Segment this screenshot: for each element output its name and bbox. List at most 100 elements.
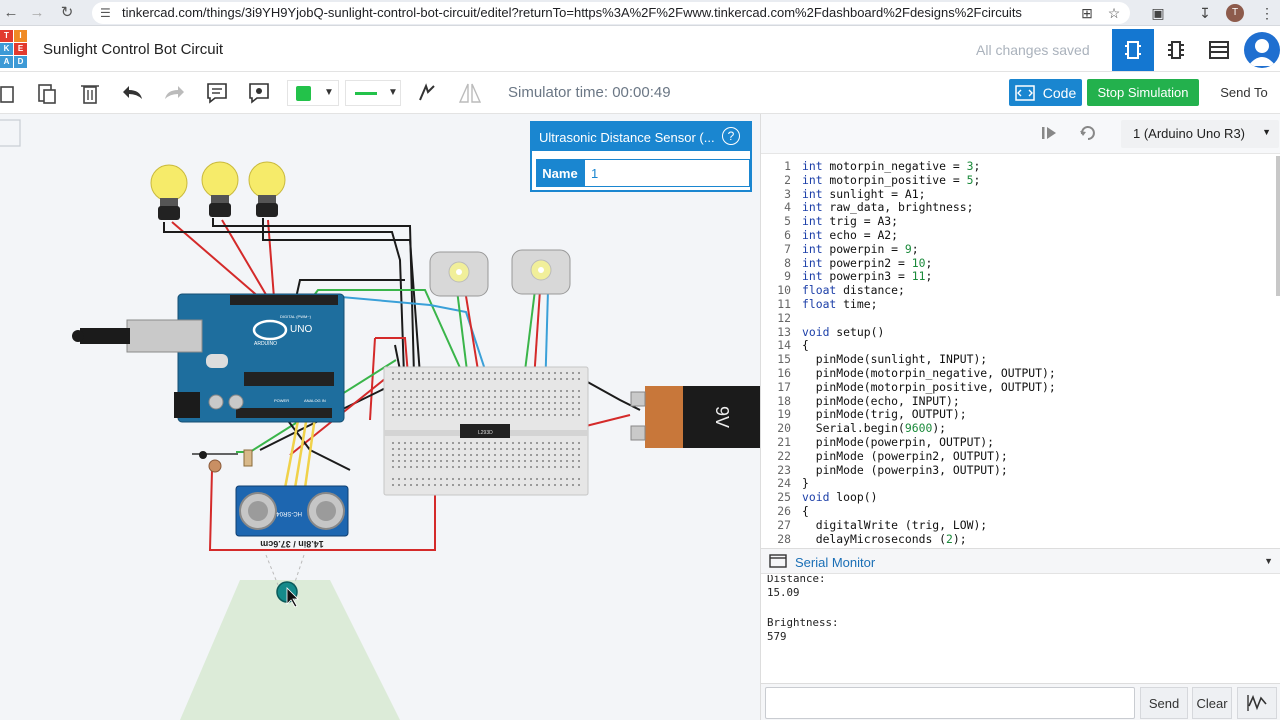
circuit-canvas[interactable]: UNO ARDUINO DIGITAL (PWM~) POWER ANALOG … (0, 114, 760, 720)
stop-simulation-button[interactable]: Stop Simulation (1087, 79, 1199, 106)
name-input[interactable]: 1 (584, 159, 750, 187)
component-list-button[interactable] (1198, 29, 1240, 71)
code-button[interactable]: Code (1009, 79, 1082, 106)
code-text: delayMicroseconds (2); (802, 531, 967, 546)
breadboard-hole (404, 402, 406, 404)
rotate-button[interactable] (414, 80, 440, 106)
design-title[interactable]: Sunlight Control Bot Circuit (43, 41, 224, 58)
breadboard-hole (560, 414, 562, 416)
serial-send-button[interactable]: Send (1140, 687, 1188, 719)
code-line[interactable]: 28 delayMicroseconds (2); (761, 531, 1279, 546)
code-line[interactable]: 21 pinMode(powerpin, OUTPUT); (761, 435, 1279, 450)
code-line[interactable]: 18 pinMode(echo, INPUT); (761, 394, 1279, 409)
schematic-view-button[interactable] (1155, 29, 1197, 71)
delete-button[interactable] (77, 80, 103, 106)
breadboard-hole (476, 460, 478, 462)
user-avatar[interactable] (1244, 32, 1280, 68)
code-line[interactable]: 12 (761, 311, 1279, 326)
breadboard-hole (512, 396, 514, 398)
undo-button[interactable] (120, 80, 146, 106)
light-bulb-icon (248, 161, 286, 217)
notes-visibility-button[interactable] (246, 80, 272, 106)
code-line[interactable]: 15 pinMode(sunlight, INPUT); (761, 352, 1279, 367)
code-line[interactable]: 19 pinMode(trig, OUTPUT); (761, 408, 1279, 422)
site-settings-icon[interactable]: ☰ (100, 6, 111, 20)
chevron-down-icon[interactable]: ▼ (1264, 556, 1273, 566)
breadboard-hole (536, 372, 538, 374)
paste-icon (38, 84, 56, 104)
serial-clear-button[interactable]: Clear (1192, 687, 1232, 719)
extensions-icon[interactable]: ▣ (1151, 5, 1165, 21)
reload-icon[interactable]: ↻ (60, 4, 74, 21)
breadboard-hole (500, 414, 502, 416)
help-icon[interactable]: ? (722, 127, 740, 145)
code-line[interactable]: 14{ (761, 339, 1279, 353)
code-line[interactable]: 27 digitalWrite (trig, LOW); (761, 518, 1279, 533)
breadboard-hole (434, 414, 436, 416)
chevron-down-icon: ▼ (1262, 127, 1271, 137)
forward-arrow-icon[interactable]: → (29, 4, 45, 21)
code-line[interactable]: 16 pinMode(motorpin_negative, OUTPUT); (761, 366, 1279, 381)
download-icon[interactable]: ↧ (1199, 5, 1211, 21)
breadboard-hole (428, 478, 430, 480)
browser-profile-avatar[interactable]: T (1226, 4, 1244, 22)
breadboard-hole (470, 396, 472, 398)
breadboard-hole (446, 460, 448, 462)
code-panel-toolbar: 1 (Arduino Uno R3) ▼ (761, 114, 1280, 154)
serial-graph-button[interactable] (1237, 687, 1277, 719)
code-line[interactable]: 23 pinMode (powerpin3, OUTPUT); (761, 463, 1279, 478)
redo-button[interactable] (161, 80, 187, 106)
eye-note-icon (249, 83, 269, 104)
paste-button[interactable] (34, 80, 60, 106)
wire-color-picker[interactable]: ▼ (287, 80, 339, 106)
breadboard-hole (566, 414, 568, 416)
tinkercad-logo[interactable]: T I K E A D (0, 30, 27, 68)
flip-button[interactable] (457, 80, 483, 106)
code-text: { (802, 338, 809, 353)
breadboard-hole (560, 460, 562, 462)
wire-type-picker[interactable]: ▼ (345, 80, 401, 106)
browser-menu-icon[interactable]: ⋮ (1260, 5, 1274, 21)
circuit-view-button[interactable] (1112, 29, 1154, 71)
line-number: 9 (784, 269, 791, 284)
code-line[interactable]: 20 Serial.begin(9600); (761, 421, 1279, 436)
code-line[interactable]: 24} (761, 477, 1279, 491)
breadboard-hole (410, 478, 412, 480)
serial-input[interactable] (765, 687, 1135, 719)
line-number: 17 (777, 379, 791, 394)
serial-monitor-header[interactable]: Serial Monitor ▼ (761, 548, 1280, 574)
send-to-button[interactable]: Send To (1220, 85, 1268, 100)
address-bar[interactable]: ☰ tinkercad.com/things/3i9YH9YjobQ-sunli… (92, 2, 1130, 24)
restart-button[interactable] (1079, 125, 1097, 146)
breadboard-hole (524, 484, 526, 486)
breadboard-hole (560, 442, 562, 444)
editor-scrollbar[interactable] (1276, 156, 1280, 296)
code-line[interactable]: 22 pinMode (powerpin2, OUTPUT); (761, 449, 1279, 464)
install-app-icon[interactable]: ⊞ (1081, 5, 1093, 21)
device-select[interactable]: 1 (Arduino Uno R3) ▼ (1121, 120, 1279, 148)
code-line[interactable]: 26{ (761, 504, 1279, 519)
breadboard-hole (470, 408, 472, 410)
breadboard-hole (392, 414, 394, 416)
step-button[interactable] (1041, 126, 1057, 145)
bookmark-star-icon[interactable]: ☆ (1107, 5, 1121, 21)
back-arrow-icon[interactable]: ← (3, 4, 19, 21)
breadboard-hole (398, 408, 400, 410)
copy-button[interactable] (0, 80, 22, 106)
code-line[interactable]: 17 pinMode(motorpin_positive, OUTPUT); (761, 379, 1279, 395)
notes-button[interactable] (204, 80, 230, 106)
